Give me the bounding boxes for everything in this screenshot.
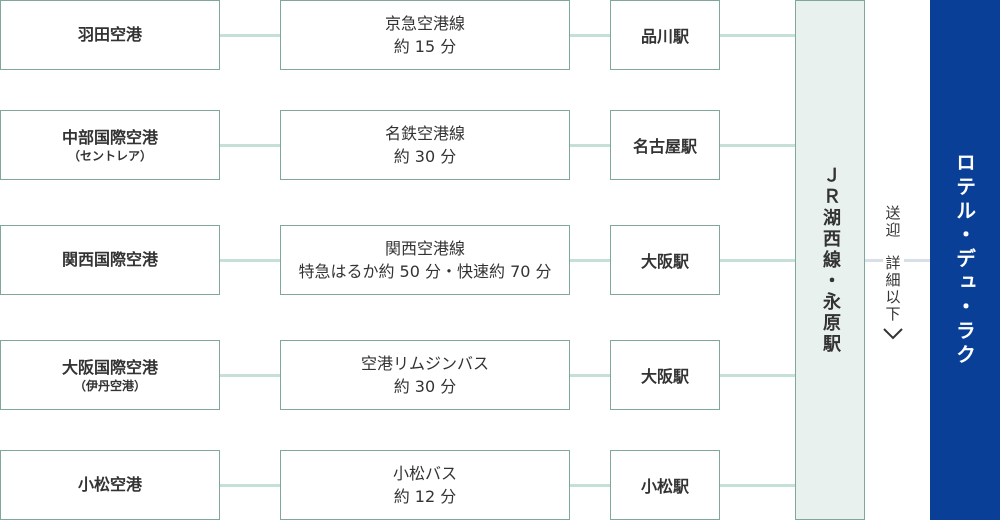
connector-line (720, 144, 795, 147)
station-box: 品川駅 (610, 0, 720, 70)
route-box: 空港リムジンバス 約 30 分 (280, 340, 570, 410)
connector-line (720, 374, 795, 377)
station-box: 小松駅 (610, 450, 720, 520)
route-duration: 約 30 分 (393, 377, 457, 396)
hotel-name: ロテル・デュ・ラク (952, 152, 977, 368)
connector-line (220, 374, 280, 377)
airport-subname: （伊丹空港） (73, 379, 146, 393)
pickup-label: 送迎 (882, 205, 904, 239)
station-name: 品川駅 (640, 27, 689, 46)
jr-station-label: ＪＲ湖西線・永原駅 (820, 165, 841, 355)
airport-name: 小松空港 (77, 475, 142, 494)
connector-line (220, 259, 280, 262)
connector-line (720, 259, 795, 262)
chevron-down-icon[interactable] (882, 327, 904, 341)
connector-line (570, 259, 610, 262)
connector-line (720, 484, 795, 487)
airport-name: 中部国際空港 (61, 128, 158, 147)
pickup-detail-link[interactable]: 詳細以下 (882, 255, 904, 323)
airport-name: 羽田空港 (77, 25, 142, 44)
station-name: 名古屋駅 (632, 137, 697, 156)
route-box: 名鉄空港線 約 30 分 (280, 110, 570, 180)
station-box: 大阪駅 (610, 225, 720, 295)
connector-line (570, 144, 610, 147)
connector-line (220, 144, 280, 147)
pickup-note[interactable]: 送迎 詳細以下 (882, 205, 904, 341)
connector-line (570, 374, 610, 377)
route-box: 京急空港線 約 15 分 (280, 0, 570, 70)
hotel-column: ロテル・デュ・ラク (930, 0, 1000, 520)
connector-line (220, 484, 280, 487)
route-duration: 約 12 分 (393, 487, 457, 506)
station-name: 小松駅 (640, 477, 689, 496)
airport-box: 中部国際空港 （セントレア） (0, 110, 220, 180)
airport-box: 小松空港 (0, 450, 220, 520)
airport-name: 大阪国際空港 (61, 358, 158, 377)
station-name: 大阪駅 (640, 252, 689, 271)
airport-name: 関西国際空港 (61, 250, 158, 269)
airport-subname: （セントレア） (67, 149, 152, 163)
airport-box: 関西国際空港 (0, 225, 220, 295)
connector-line (220, 34, 280, 37)
connector-line (720, 34, 795, 37)
route-line-name: 名鉄空港線 (384, 124, 465, 143)
route-line-name: 小松バス (392, 464, 457, 483)
station-name: 大阪駅 (640, 367, 689, 386)
route-line-name: 京急空港線 (384, 14, 465, 33)
jr-kosei-line-column: ＪＲ湖西線・永原駅 (795, 0, 865, 520)
airport-box: 羽田空港 (0, 0, 220, 70)
route-duration: 特急はるか約 50 分・快速約 70 分 (298, 262, 552, 281)
route-line-name: 関西空港線 (384, 239, 465, 258)
route-box: 関西空港線 特急はるか約 50 分・快速約 70 分 (280, 225, 570, 295)
route-duration: 約 30 分 (393, 147, 457, 166)
station-box: 大阪駅 (610, 340, 720, 410)
route-line-name: 空港リムジンバス (360, 354, 489, 373)
station-box: 名古屋駅 (610, 110, 720, 180)
route-box: 小松バス 約 12 分 (280, 450, 570, 520)
route-duration: 約 15 分 (393, 37, 457, 56)
connector-line (570, 484, 610, 487)
airport-box: 大阪国際空港 （伊丹空港） (0, 340, 220, 410)
connector-line (570, 34, 610, 37)
